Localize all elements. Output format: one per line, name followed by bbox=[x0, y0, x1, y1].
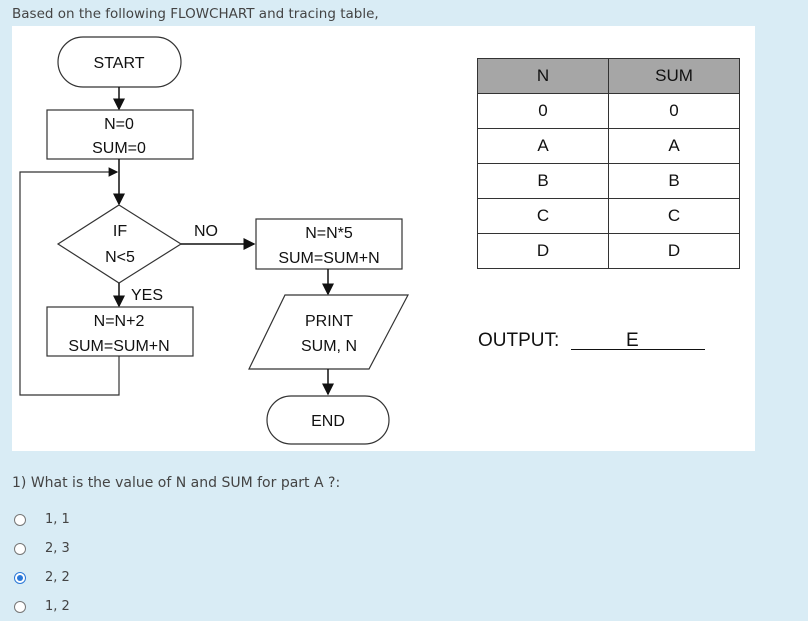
loop-back-line bbox=[19, 167, 120, 396]
answer-option[interactable]: 1, 2 bbox=[14, 592, 70, 621]
init-sum-label: SUM=0 bbox=[92, 140, 146, 157]
table-cell: B bbox=[477, 163, 609, 199]
end-label: END bbox=[311, 413, 345, 430]
decision-condition-label: N<5 bbox=[105, 249, 135, 266]
radio-button[interactable] bbox=[14, 513, 26, 526]
print-values-label: SUM, N bbox=[301, 338, 357, 355]
option-label: 1, 2 bbox=[45, 599, 70, 614]
answer-options: 1, 1 2, 3 2, 2 1, 2 bbox=[14, 505, 70, 621]
init-n-label: N=0 bbox=[104, 116, 134, 133]
answer-option[interactable]: 2, 2 bbox=[14, 563, 70, 592]
table-cell: D bbox=[608, 233, 740, 269]
start-label: START bbox=[94, 55, 145, 72]
loop-sum-label: SUM=SUM+N bbox=[68, 338, 169, 355]
loop-n-label: N=N+2 bbox=[94, 313, 145, 330]
output-blank-line bbox=[571, 349, 705, 350]
flowchart-figure: START N=0 SUM=0 IF N<5 NO YES N=N+2 SUM=… bbox=[12, 26, 755, 451]
decision-if-label: IF bbox=[113, 223, 127, 240]
table-row: C C bbox=[477, 198, 740, 234]
flowchart-diagram: START N=0 SUM=0 IF N<5 NO YES N=N+2 SUM=… bbox=[19, 36, 409, 445]
table-row: D D bbox=[477, 233, 740, 269]
print-parallelogram bbox=[248, 294, 409, 370]
table-cell: C bbox=[608, 198, 740, 234]
after-sum-label: SUM=SUM+N bbox=[278, 250, 379, 267]
init-process bbox=[46, 109, 194, 160]
answer-option[interactable]: 1, 1 bbox=[14, 505, 70, 534]
decision-diamond bbox=[56, 204, 183, 284]
option-label: 1, 1 bbox=[45, 512, 70, 527]
yes-label: YES bbox=[131, 287, 163, 304]
radio-button[interactable] bbox=[14, 542, 26, 555]
instruction-text: Based on the following FLOWCHART and tra… bbox=[12, 6, 379, 22]
table-cell: 0 bbox=[608, 93, 740, 129]
table-cell: 0 bbox=[477, 93, 609, 129]
table-cell: A bbox=[608, 128, 740, 164]
radio-button[interactable] bbox=[14, 600, 26, 613]
question-text: 1) What is the value of N and SUM for pa… bbox=[12, 475, 341, 491]
column-header-n: N bbox=[477, 58, 609, 94]
loop-body-process bbox=[46, 306, 194, 357]
print-label: PRINT bbox=[305, 313, 353, 330]
answer-option[interactable]: 2, 3 bbox=[14, 534, 70, 563]
output-label: OUTPUT: bbox=[478, 330, 560, 351]
after-n-label: N=N*5 bbox=[305, 225, 353, 242]
option-label: 2, 3 bbox=[45, 541, 70, 556]
table-cell: D bbox=[477, 233, 609, 269]
radio-button[interactable] bbox=[14, 571, 26, 584]
tracing-table: N SUM 0 0 A A B B C C D D bbox=[477, 58, 740, 269]
table-row: B B bbox=[477, 163, 740, 199]
table-cell: B bbox=[608, 163, 740, 199]
table-cell: A bbox=[477, 128, 609, 164]
output-value: E bbox=[626, 330, 639, 351]
option-label: 2, 2 bbox=[45, 570, 70, 585]
after-loop-process bbox=[255, 218, 403, 270]
table-row: A A bbox=[477, 128, 740, 164]
table-header-row: N SUM bbox=[477, 58, 740, 94]
no-label: NO bbox=[194, 223, 218, 240]
column-header-sum: SUM bbox=[608, 58, 740, 94]
table-row: 0 0 bbox=[477, 93, 740, 129]
end-terminator bbox=[266, 395, 390, 445]
table-cell: C bbox=[477, 198, 609, 234]
